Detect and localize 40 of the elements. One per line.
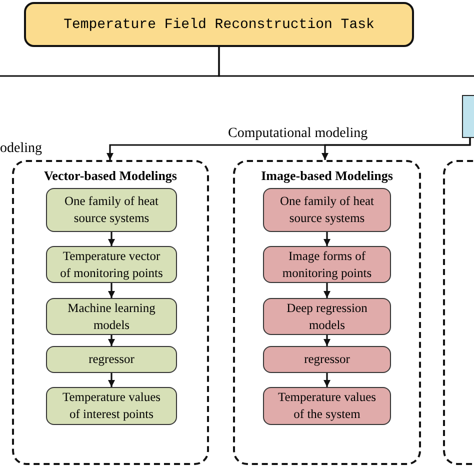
arrow: [108, 283, 115, 298]
box-label: One family of heat source systems: [63, 193, 160, 227]
arrow: [324, 232, 330, 246]
process-box: [46, 387, 177, 425]
dashed-group-box: [12, 160, 209, 465]
box-label: Temperature vector of monitoring points: [59, 248, 164, 282]
arrow: [324, 335, 330, 346]
group-heading: Image-based Modelings: [261, 168, 393, 184]
process-box: [263, 346, 391, 373]
arrow: [324, 373, 330, 387]
task-box: [24, 2, 414, 47]
process-box: [263, 188, 391, 232]
box-label: One family of heat source systems: [278, 193, 376, 227]
box-label: regressor: [304, 351, 350, 368]
arrow: [108, 373, 115, 387]
process-box: [46, 246, 177, 283]
process-box: [263, 387, 391, 425]
arrow: [108, 232, 115, 246]
process-box: [46, 346, 177, 373]
cropped-label: odeling: [0, 141, 42, 157]
box-label: Machine learning models: [66, 300, 156, 334]
connector-line: [218, 47, 474, 77]
process-box: [46, 298, 177, 335]
dashed-group-box: [233, 160, 421, 465]
box-label: Temperature values of interest points: [61, 389, 162, 423]
dashed-group-box: [443, 160, 474, 465]
process-box: [462, 95, 474, 138]
process-box: [46, 188, 177, 232]
box-label: Temperature values of the system: [276, 389, 378, 423]
arrow: [324, 283, 330, 298]
arrow: [108, 335, 115, 346]
box-label: Deep regression models: [286, 300, 368, 334]
process-box: [263, 246, 391, 283]
arrow: [322, 138, 471, 160]
group-heading: Vector-based Modelings: [44, 168, 177, 184]
process-box: [263, 298, 391, 335]
box-label: Temperature Field Reconstruction Task: [64, 16, 374, 32]
box-label: regressor: [88, 351, 134, 368]
box-label: Image forms of monitoring points: [281, 248, 373, 282]
branch-label: Computational modeling: [228, 126, 368, 142]
